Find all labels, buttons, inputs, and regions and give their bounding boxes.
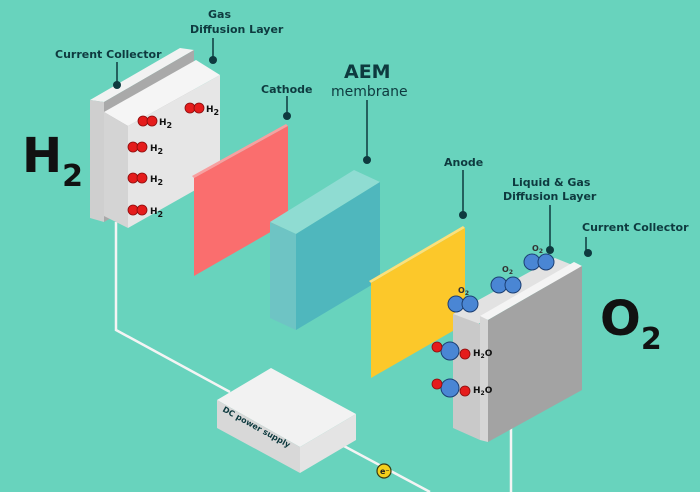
svg-text:H2: H2 <box>150 144 163 156</box>
wire-cathode-to-supply <box>114 222 231 394</box>
h2o-molecule: H2O <box>431 378 493 398</box>
right-current-collector <box>480 262 582 442</box>
aem-membrane <box>270 170 380 330</box>
electron-marker: e⁻ <box>376 463 392 479</box>
svg-text:e⁻: e⁻ <box>380 467 390 476</box>
o2-molecule: O2 <box>523 244 555 271</box>
anode-plate <box>369 226 465 378</box>
h2-molecules: H2 H2 H2 H2 H2 <box>127 102 219 219</box>
svg-text:H2: H2 <box>150 175 163 187</box>
svg-text:O2: O2 <box>502 265 513 276</box>
label-current-collector-right: Current Collector <box>582 221 689 234</box>
label-current-collector-left: Current Collector <box>55 48 162 61</box>
h2-molecule: H2 <box>127 204 163 219</box>
o2-molecule: O2 <box>447 286 479 313</box>
cathode-plate <box>192 124 288 276</box>
h2o-molecules: H2O H2O <box>431 341 493 398</box>
o2-gas-label: O2 <box>600 291 662 357</box>
h2-molecule: H2 <box>184 102 219 117</box>
h2-gas-label: H2 <box>22 128 83 194</box>
svg-text:O2: O2 <box>532 244 543 255</box>
label-gas-diffusion-layer-2: Diffusion Layer <box>190 23 284 36</box>
label-cathode: Cathode <box>261 83 312 96</box>
o2-molecule: O2 <box>490 265 522 294</box>
h2-molecule: H2 <box>127 172 163 187</box>
label-membrane: membrane <box>331 84 408 100</box>
svg-text:H2: H2 <box>159 118 172 130</box>
svg-text:O2: O2 <box>458 286 469 297</box>
label-aem: AEM <box>344 61 391 83</box>
left-gas-diffusion-layer <box>104 60 220 228</box>
svg-text:H2O: H2O <box>473 386 493 397</box>
h2-molecule: H2 <box>137 115 172 130</box>
dc-power-supply: DC power supply <box>217 368 356 473</box>
h2-molecule: H2 <box>127 141 163 156</box>
h2o-molecule: H2O <box>431 341 493 361</box>
svg-text:H2: H2 <box>150 207 163 219</box>
callouts <box>113 38 592 257</box>
label-lgdl-2: Diffusion Layer <box>503 190 597 203</box>
svg-text:H2: H2 <box>206 105 219 117</box>
svg-text:H2O: H2O <box>473 349 493 360</box>
label-gas-diffusion-layer-1: Gas <box>208 8 231 21</box>
o2-molecules: O2 O2 O2 <box>447 244 555 313</box>
label-lgdl-1: Liquid & Gas <box>512 176 591 189</box>
label-anode: Anode <box>444 156 483 169</box>
